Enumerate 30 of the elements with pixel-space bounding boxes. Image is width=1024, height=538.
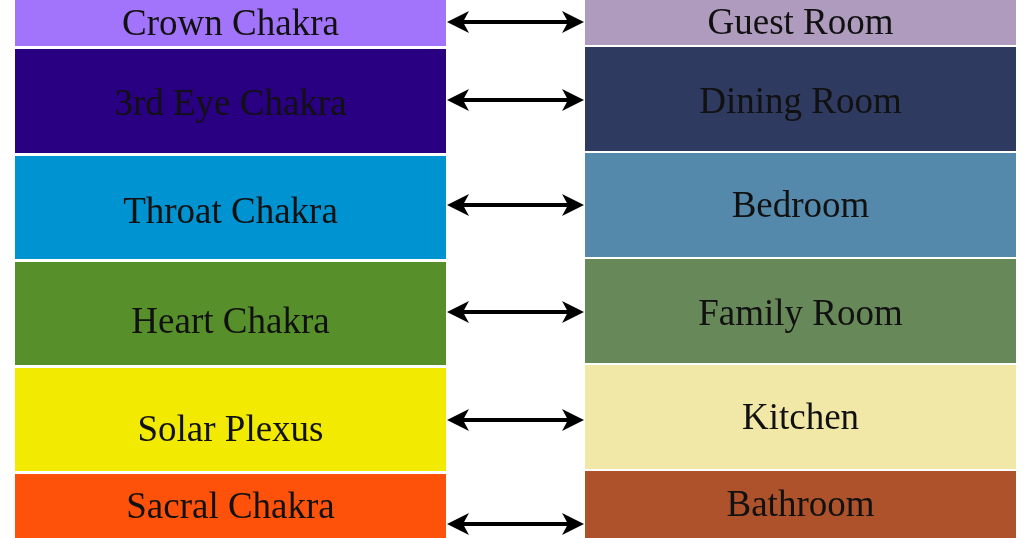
double-arrow: [447, 194, 584, 216]
band-label: Family Room: [698, 292, 903, 334]
band-label: Bedroom: [731, 184, 870, 226]
room-band: [585, 259, 1016, 363]
room-band: [585, 0, 1016, 45]
room-band: [585, 47, 1016, 151]
band-label: 3rd Eye Chakra: [114, 82, 347, 124]
band-label: Guest Room: [707, 2, 894, 43]
double-arrow: [447, 89, 584, 111]
chakra-band: [15, 156, 446, 259]
chakra-band: [15, 368, 446, 471]
double-arrow: [447, 513, 584, 535]
band-label: Throat Chakra: [123, 191, 338, 232]
double-arrow: [447, 11, 584, 33]
chakra-band: [15, 49, 446, 153]
band-label: Kitchen: [741, 396, 860, 438]
double-arrow: [447, 301, 584, 323]
room-band: [585, 365, 1016, 469]
room-band: [585, 153, 1016, 257]
band-label: Sacral Chakra: [126, 485, 335, 527]
band-label: Solar Plexus: [137, 409, 324, 450]
band-label: Heart Chakra: [131, 301, 330, 342]
band-label: Crown Chakra: [122, 2, 339, 44]
chakra-band: [15, 474, 446, 538]
room-band: [585, 471, 1016, 538]
band-label: Bathroom: [726, 484, 875, 525]
double-arrow: [447, 409, 584, 431]
chakra-band: [15, 0, 446, 46]
chakra-band: [15, 262, 446, 365]
band-label: Dining Room: [699, 80, 902, 122]
